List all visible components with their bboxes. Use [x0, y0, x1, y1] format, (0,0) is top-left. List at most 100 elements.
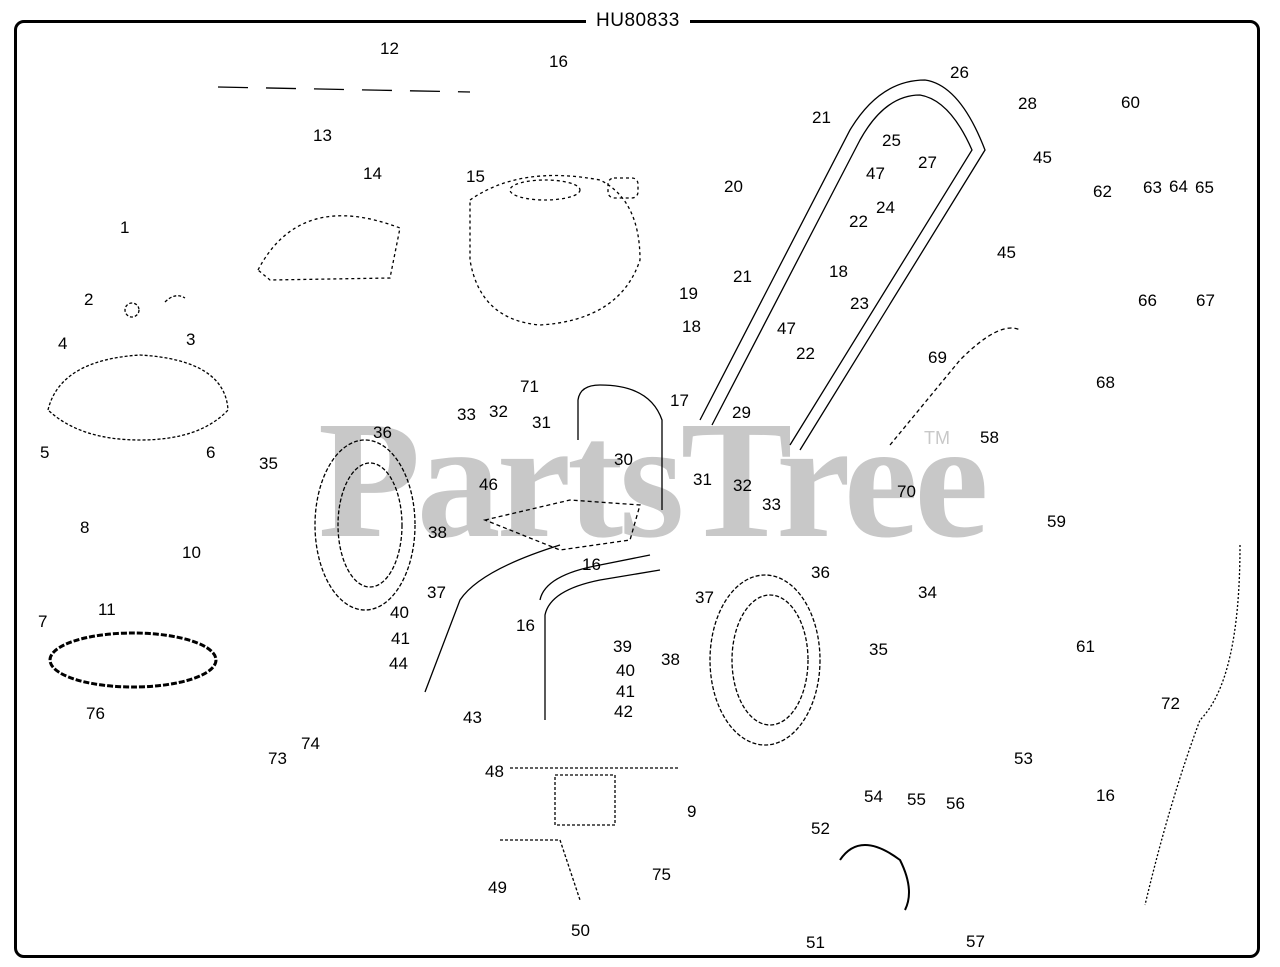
wheel-left	[314, 439, 416, 611]
part-callout-22[interactable]: 22	[796, 344, 815, 363]
part-callout-19[interactable]: 19	[679, 284, 698, 303]
part-callout-23[interactable]: 23	[850, 294, 869, 313]
part-callout-59[interactable]: 59	[1047, 512, 1066, 531]
part-callout-12[interactable]: 12	[380, 39, 399, 58]
part-callout-68[interactable]: 68	[1096, 373, 1115, 392]
part-callout-36[interactable]: 36	[811, 563, 830, 582]
lid-assembly	[47, 295, 229, 441]
part-callout-6[interactable]: 6	[206, 443, 216, 462]
part-callout-42[interactable]: 42	[614, 702, 633, 721]
part-callout-3[interactable]: 3	[186, 330, 196, 349]
part-callout-37[interactable]: 37	[427, 583, 446, 602]
part-callout-27[interactable]: 27	[918, 153, 937, 172]
part-callout-66[interactable]: 66	[1138, 291, 1157, 310]
part-callout-46[interactable]: 46	[479, 475, 498, 494]
part-callout-37[interactable]: 37	[695, 588, 714, 607]
part-callout-32[interactable]: 32	[489, 402, 508, 421]
part-callout-38[interactable]: 38	[661, 650, 680, 669]
part-callout-69[interactable]: 69	[928, 348, 947, 367]
part-callout-61[interactable]: 61	[1076, 637, 1095, 656]
part-callout-29[interactable]: 29	[732, 403, 751, 422]
part-callout-67[interactable]: 67	[1196, 291, 1215, 310]
part-callout-74[interactable]: 74	[301, 734, 320, 753]
part-callout-21[interactable]: 21	[733, 267, 752, 286]
part-callout-39[interactable]: 39	[613, 637, 632, 656]
handle-tube	[699, 79, 986, 451]
part-callout-38[interactable]: 38	[428, 523, 447, 542]
part-callout-57[interactable]: 57	[966, 932, 985, 951]
part-callout-64[interactable]: 64	[1169, 177, 1188, 196]
part-callout-76[interactable]: 76	[86, 704, 105, 723]
part-callout-72[interactable]: 72	[1161, 694, 1180, 713]
part-callout-4[interactable]: 4	[58, 334, 68, 353]
part-callout-65[interactable]: 65	[1195, 178, 1214, 197]
part-callout-33[interactable]: 33	[457, 405, 476, 424]
part-callout-40[interactable]: 40	[616, 661, 635, 680]
part-callout-9[interactable]: 9	[687, 802, 697, 821]
part-callout-73[interactable]: 73	[268, 749, 287, 768]
part-callout-51[interactable]: 51	[806, 933, 825, 952]
part-callout-58[interactable]: 58	[980, 428, 999, 447]
part-callout-31[interactable]: 31	[693, 470, 712, 489]
part-callout-47[interactable]: 47	[777, 319, 796, 338]
part-callout-13[interactable]: 13	[313, 126, 332, 145]
part-callout-34[interactable]: 34	[918, 583, 937, 602]
part-callout-24[interactable]: 24	[876, 198, 895, 217]
part-callout-2[interactable]: 2	[84, 290, 94, 309]
part-callout-14[interactable]: 14	[363, 164, 382, 183]
part-callout-31[interactable]: 31	[532, 413, 551, 432]
part-callout-55[interactable]: 55	[907, 790, 926, 809]
part-callout-16[interactable]: 16	[582, 555, 601, 574]
part-callout-41[interactable]: 41	[616, 682, 635, 701]
part-callout-16[interactable]: 16	[549, 52, 568, 71]
pump	[500, 767, 680, 901]
part-callout-41[interactable]: 41	[391, 629, 410, 648]
part-callout-71[interactable]: 71	[520, 377, 539, 396]
part-callout-26[interactable]: 26	[950, 63, 969, 82]
part-callout-16[interactable]: 16	[516, 616, 535, 635]
part-callout-35[interactable]: 35	[869, 640, 888, 659]
part-callout-48[interactable]: 48	[485, 762, 504, 781]
part-callout-5[interactable]: 5	[40, 443, 50, 462]
part-callout-17[interactable]: 17	[670, 391, 689, 410]
belt	[48, 631, 218, 689]
part-callout-45[interactable]: 45	[1033, 148, 1052, 167]
part-callout-21[interactable]: 21	[812, 108, 831, 127]
part-callout-43[interactable]: 43	[463, 708, 482, 727]
part-callout-1[interactable]: 1	[120, 218, 130, 237]
part-callout-28[interactable]: 28	[1018, 94, 1037, 113]
part-callout-33[interactable]: 33	[762, 495, 781, 514]
part-callout-11[interactable]: 11	[98, 600, 116, 619]
part-callout-53[interactable]: 53	[1014, 749, 1033, 768]
part-callout-63[interactable]: 63	[1143, 178, 1162, 197]
part-callout-7[interactable]: 7	[38, 612, 48, 631]
cart-frame	[424, 384, 663, 720]
part-callout-49[interactable]: 49	[488, 878, 507, 897]
part-callout-40[interactable]: 40	[390, 603, 409, 622]
part-callout-18[interactable]: 18	[829, 262, 848, 281]
part-callout-54[interactable]: 54	[864, 787, 883, 806]
part-callout-36[interactable]: 36	[373, 423, 392, 442]
part-callout-44[interactable]: 44	[389, 654, 408, 673]
part-callout-62[interactable]: 62	[1093, 182, 1112, 201]
part-callout-47[interactable]: 47	[866, 164, 885, 183]
part-callout-50[interactable]: 50	[571, 921, 590, 940]
part-callout-32[interactable]: 32	[733, 476, 752, 495]
part-callout-56[interactable]: 56	[946, 794, 965, 813]
part-callout-25[interactable]: 25	[882, 131, 901, 150]
part-callout-10[interactable]: 10	[182, 543, 201, 562]
part-callout-16[interactable]: 16	[1096, 786, 1115, 805]
part-callout-75[interactable]: 75	[652, 865, 671, 884]
part-callout-35[interactable]: 35	[259, 454, 278, 473]
part-callout-30[interactable]: 30	[614, 450, 633, 469]
part-callout-70[interactable]: 70	[897, 482, 916, 501]
part-callout-22[interactable]: 22	[849, 212, 868, 231]
part-callout-18[interactable]: 18	[682, 317, 701, 336]
part-callout-8[interactable]: 8	[80, 518, 90, 537]
part-callout-20[interactable]: 20	[724, 177, 743, 196]
watermark-trademark: TM	[924, 428, 950, 448]
part-callout-15[interactable]: 15	[466, 167, 485, 186]
part-callout-52[interactable]: 52	[811, 819, 830, 838]
part-callout-60[interactable]: 60	[1121, 93, 1140, 112]
part-callout-45[interactable]: 45	[997, 243, 1016, 262]
